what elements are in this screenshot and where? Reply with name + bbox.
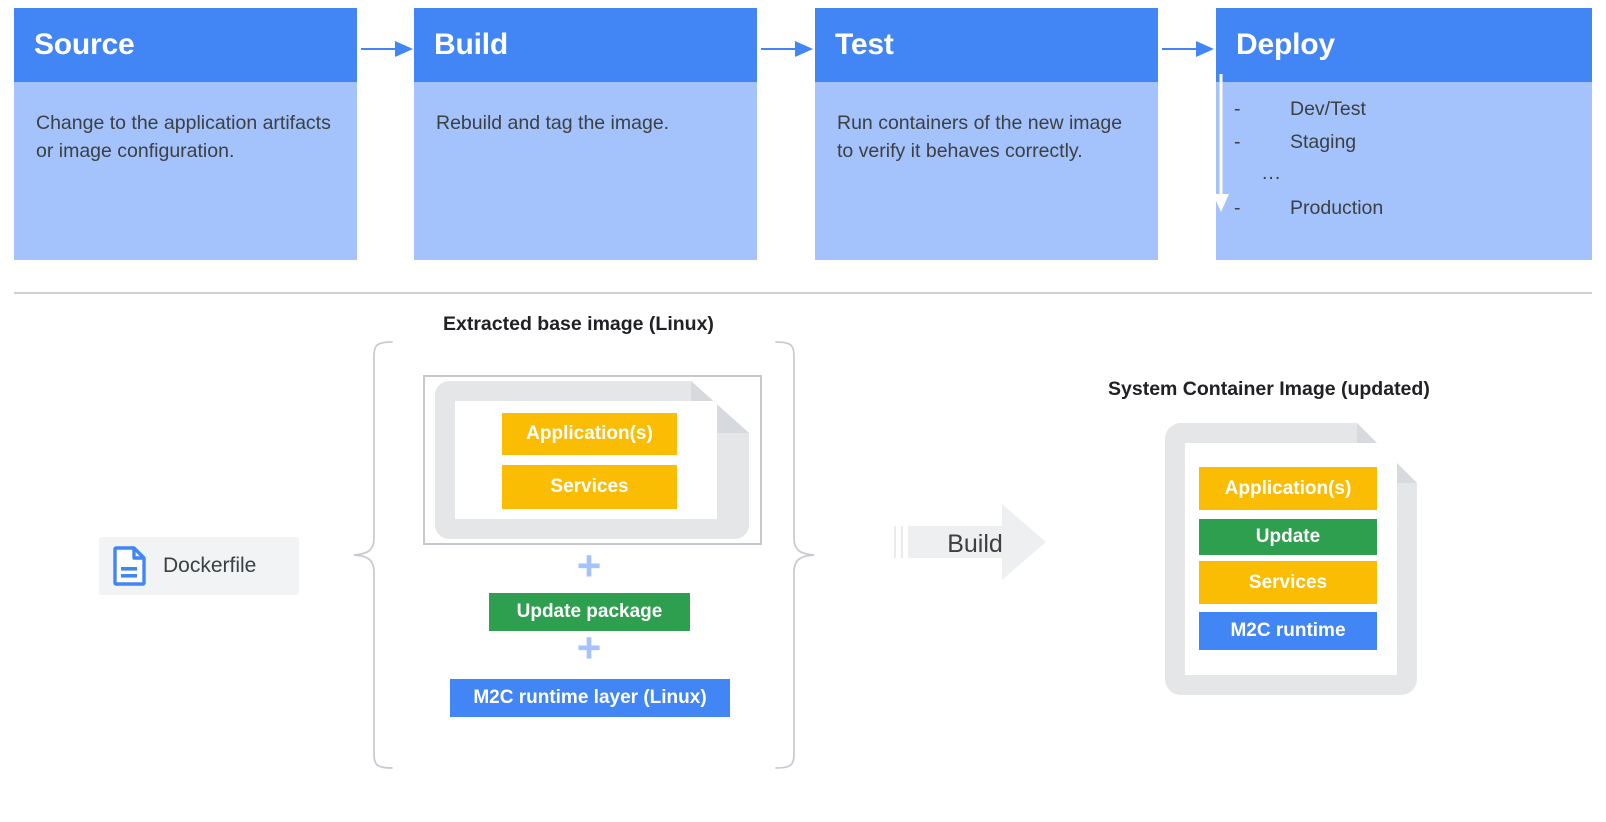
system-image-caption: System Container Image (updated) [1108,378,1430,400]
list-marker: - [1234,197,1241,219]
stage-card-deploy[interactable]: Deploy - Dev/Test - Staging ... [1213,8,1592,260]
list-item[interactable]: - Production [1234,197,1534,230]
stage-description-test: Run containers of the new image to verif… [837,112,1123,162]
block-arrow-right-icon [894,504,1046,580]
plus-icon-2: + [576,624,602,671]
base-image-caption: Extracted base image (Linux) [443,313,714,335]
list-item-label: Dev/Test [1290,98,1366,120]
layer-chip-system-application: Application(s) [1199,467,1377,510]
layer-label: Application(s) [526,423,653,444]
layer-chip-m2c-runtime-layer: M2C runtime layer (Linux) [450,679,730,717]
layer-chip-system-services: Services [1199,561,1377,604]
base-image-container [423,375,762,545]
stage-header-deploy: Deploy [1216,8,1592,82]
plus-icon-1: + [576,542,602,589]
stage-title-build: Build [434,28,508,61]
stage-body-build: Rebuild and tag the image. [414,82,757,260]
stage-card-test[interactable]: Test Run containers of the new image to … [815,8,1158,260]
layer-label: M2C runtime [1230,620,1346,641]
list-marker: - [1234,98,1241,120]
layer-chip-system-update: Update [1199,519,1377,555]
stage-description-source: Change to the application artifacts or i… [36,112,331,162]
stage-header-source: Source [14,8,357,82]
layer-label: Update [1255,526,1321,547]
curly-brace-icon-left [353,341,393,769]
list-marker: - [1234,131,1241,153]
layer-chip-services: Services [502,465,677,509]
stage-card-source[interactable]: Source Change to the application artifac… [14,8,357,260]
stage-title-deploy: Deploy [1236,28,1335,61]
layer-chip-update-package: Update package [489,593,690,631]
arrow-down-icon-deploy [1213,74,1229,212]
deploy-environment-list: - Dev/Test - Staging ... - Production [1234,98,1534,230]
layer-label: Services [550,476,629,497]
layer-label: Application(s) [1224,477,1352,499]
list-item-label: Production [1290,197,1384,219]
layer-chip-system-m2c-runtime: M2C runtime [1199,612,1377,650]
arrow-right-icon-test-to-deploy [1162,41,1214,57]
stage-body-test: Run containers of the new image to verif… [815,82,1158,260]
document-icon [113,546,146,586]
layer-label: M2C runtime layer (Linux) [473,687,707,708]
list-item[interactable]: - Dev/Test [1234,98,1534,131]
pipeline-section: Source Change to the application artifac… [0,0,1606,270]
list-item[interactable]: - Staging [1234,131,1534,164]
section-divider [14,292,1592,294]
build-action-label: Build [947,530,1003,558]
list-ellipsis: ... [1262,162,1282,184]
stage-header-test: Test [815,8,1158,82]
layer-chip-application: Application(s) [502,413,677,455]
dockerfile-chip[interactable]: Dockerfile [99,537,299,595]
stage-title-source: Source [34,28,135,61]
stage-card-build[interactable]: Build Rebuild and tag the image. [414,8,757,260]
layer-label: Services [1248,571,1328,593]
stage-description-build: Rebuild and tag the image. [436,112,670,134]
stage-title-test: Test [835,28,894,61]
arrow-right-icon-source-to-build [361,41,413,57]
list-ellipsis-row: ... [1234,162,1534,197]
layer-label: Update package [516,601,663,622]
list-item-label: Staging [1290,131,1357,153]
stage-body-deploy: - Dev/Test - Staging ... - Production [1213,74,1592,260]
dockerfile-label: Dockerfile [163,554,257,577]
arrow-right-icon-build-to-test [761,41,813,57]
stage-body-source: Change to the application artifacts or i… [14,82,357,260]
curly-brace-icon-right [775,341,815,769]
system-image-container [1165,423,1417,695]
stage-header-build: Build [414,8,757,82]
